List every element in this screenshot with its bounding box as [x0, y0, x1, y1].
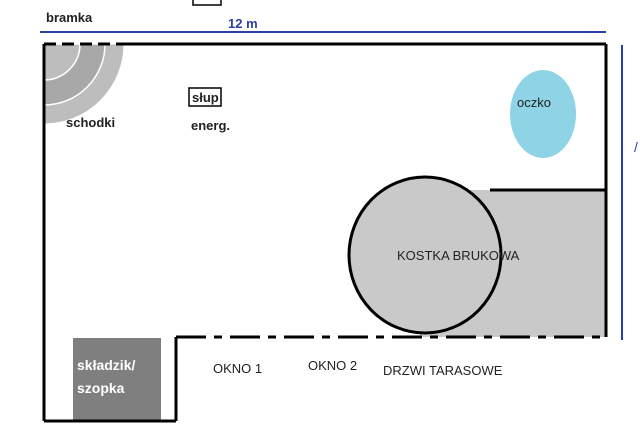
gate-label: bramka — [46, 10, 93, 25]
shed-label-2: szopka — [77, 380, 125, 396]
energy-pole-box — [188, 87, 222, 107]
paving-label: KOSTKA BRUKOWA — [397, 248, 520, 263]
stairs-inner — [43, 43, 81, 81]
pond — [510, 70, 576, 158]
height-dimension-mark: / — [634, 139, 638, 155]
energy-pole-label-1: słup — [192, 90, 219, 105]
terrace-door-label: DRZWI TARASOWE — [383, 363, 503, 378]
window-1-label: OKNO 1 — [213, 361, 263, 376]
energy-pole-label-2: energ. — [191, 118, 231, 133]
shed — [73, 338, 161, 420]
paving-circle — [347, 175, 503, 335]
pond-label: oczko — [517, 95, 551, 110]
window-2-label: OKNO 2 — [308, 358, 358, 373]
top-marker-box — [192, 0, 222, 6]
width-label: 12 m — [228, 16, 258, 31]
stairs-label: schodki — [66, 115, 116, 130]
shed-label-1: składzik/ — [77, 357, 136, 373]
